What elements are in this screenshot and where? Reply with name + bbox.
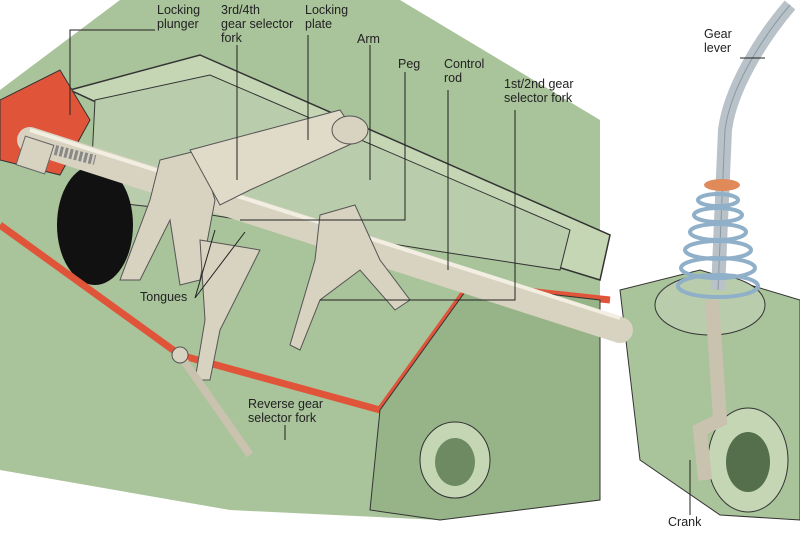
label-crank: Crank [668,515,702,529]
crank-bore-inner [726,432,770,492]
label-peg: Peg [398,57,421,71]
label-control-rod: Control rod [444,57,485,85]
casing-opening [57,165,133,285]
label-locking-plunger: Locking plunger [157,3,201,31]
lever-collar [704,179,740,191]
leader-lines [69,29,765,515]
bolt-head [15,135,55,175]
crank [692,299,728,481]
label-gear-lever: Gear lever [704,27,732,55]
label-locking-plate: Locking plate [305,3,349,31]
label-1st-2nd-fork: 1st/2nd gear selector fork [504,77,574,105]
reverse-pivot [171,346,189,364]
reverse-fork [194,239,261,381]
label-3rd-4th-fork: 3rd/4th gear selector fork [221,3,294,45]
gear-lever-edge [717,4,791,291]
arm-pivot [331,115,369,145]
fork-1-2 [289,204,411,351]
locking-plate [189,109,361,206]
reverse-linkage [176,352,254,458]
locking-plunger-spring [53,145,97,165]
label-reverse-fork: Reverse gear selector fork [248,397,324,425]
label-tongues: Tongues [140,290,188,304]
label-arm: Arm [357,32,380,46]
boss-hole-inner [435,438,475,486]
lever-spring [676,192,760,299]
